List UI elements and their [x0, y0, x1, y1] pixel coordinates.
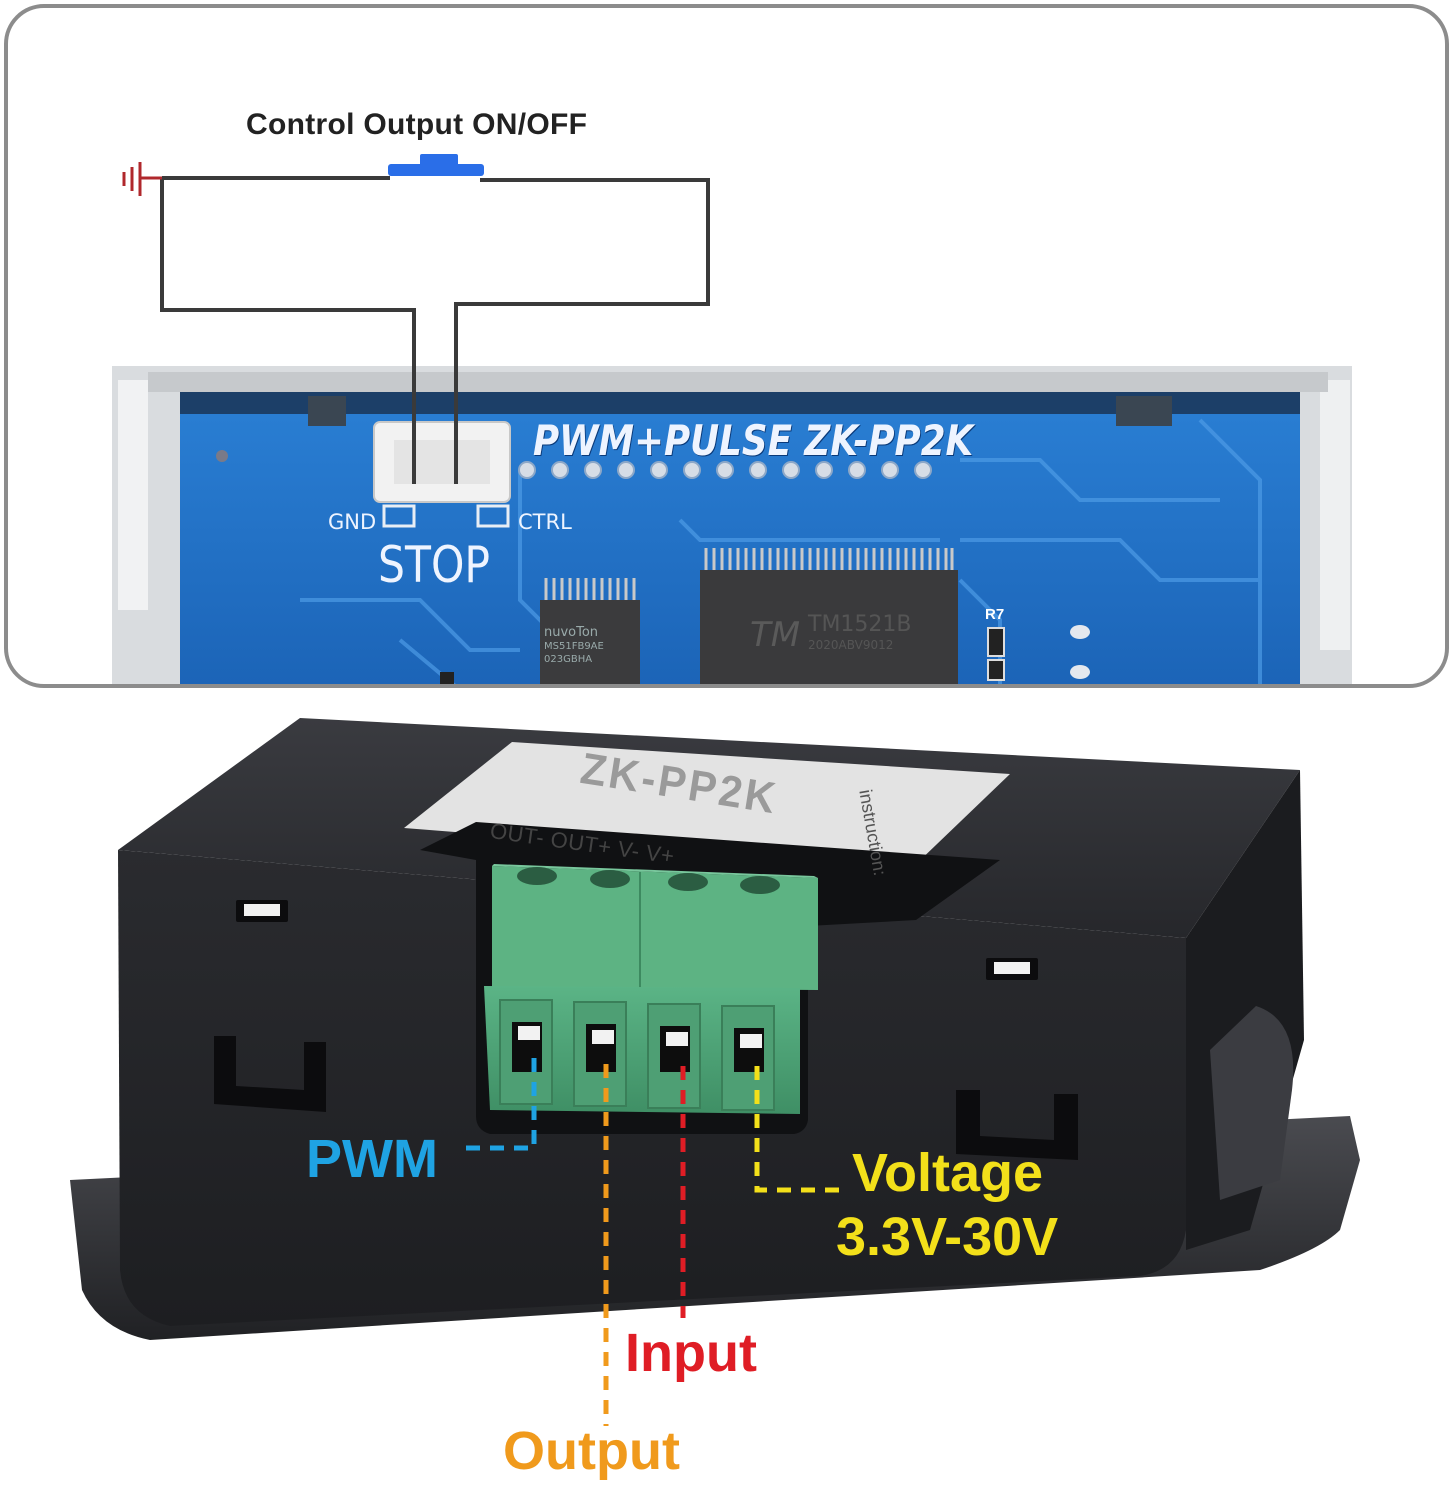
voltage-range-callout: 3.3V-30V	[836, 1207, 1059, 1267]
chip-nuvoton	[540, 600, 640, 684]
chip-main-marking: TM1521B	[808, 612, 912, 637]
chip-small-code1: MS51FB9AE	[544, 641, 604, 652]
chip-main-code: 2020ABV9012	[808, 638, 894, 652]
voltage-leader-line	[754, 1066, 846, 1193]
device-drawing	[70, 718, 1360, 1426]
pcb-model-silkscreen: PWM+PULSE ZK-PP2K	[533, 416, 974, 465]
chip-small-brand: nuvoTon	[544, 625, 599, 640]
input-callout: Input	[625, 1323, 757, 1383]
pwm-callout: PWM	[306, 1129, 438, 1189]
side-clip	[1210, 1006, 1294, 1200]
ground-icon	[122, 162, 162, 196]
pcb-inset-drawing: TM	[112, 154, 1352, 684]
svg-text:TM: TM	[750, 615, 800, 655]
control-wiring	[160, 176, 710, 484]
ctrl-pin-label: CTRL	[518, 510, 572, 534]
push-button-icon	[388, 154, 484, 176]
gnd-pin-label: GND	[328, 510, 377, 534]
circuit-title: Control Output ON/OFF	[246, 108, 588, 141]
resistor-label: R7	[985, 606, 1005, 623]
terminal-block	[484, 864, 818, 1114]
chip-small-code2: 023GBHA	[544, 654, 593, 665]
pwm-leader-line	[462, 1058, 537, 1151]
chip-tm1521b	[700, 570, 958, 684]
stop-label: STOP	[378, 536, 491, 594]
output-callout: Output	[503, 1421, 680, 1481]
voltage-callout: Voltage	[852, 1143, 1044, 1203]
